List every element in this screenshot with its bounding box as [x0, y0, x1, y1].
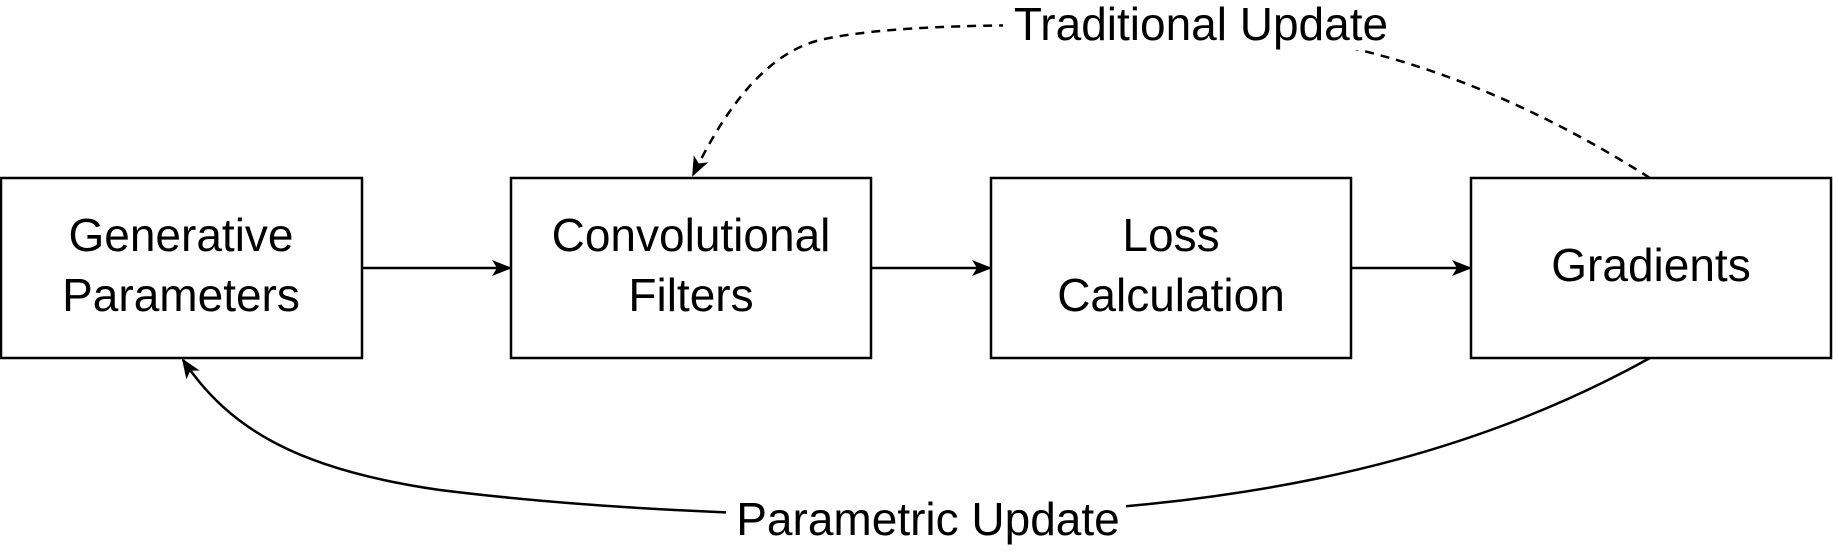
node-generative-parameters: Generative Parameters [0, 176, 364, 360]
node-gradients: Gradients [1469, 176, 1833, 360]
traditional-update-label: Traditional Update [1014, 0, 1388, 50]
node-loss-calculation: Loss Calculation [989, 176, 1353, 360]
node-loss-calculation-line-2: Calculation [1057, 269, 1285, 321]
parametric-update-label-group: Parametric Update [726, 492, 1126, 548]
node-generative-parameters-line-2: Parameters [62, 269, 300, 321]
parametric-update-label: Parametric Update [736, 493, 1120, 545]
node-loss-calculation-line-1: Loss [1122, 209, 1219, 261]
node-convolutional-filters: Convolutional Filters [509, 176, 873, 360]
node-convolutional-filters-line-1: Convolutional [552, 209, 831, 261]
node-generative-parameters-line-1: Generative [68, 209, 293, 261]
node-gradients-line-1: Gradients [1551, 239, 1750, 291]
node-convolutional-filters-line-2: Filters [628, 269, 753, 321]
traditional-update-label-group: Traditional Update [1003, 0, 1399, 50]
